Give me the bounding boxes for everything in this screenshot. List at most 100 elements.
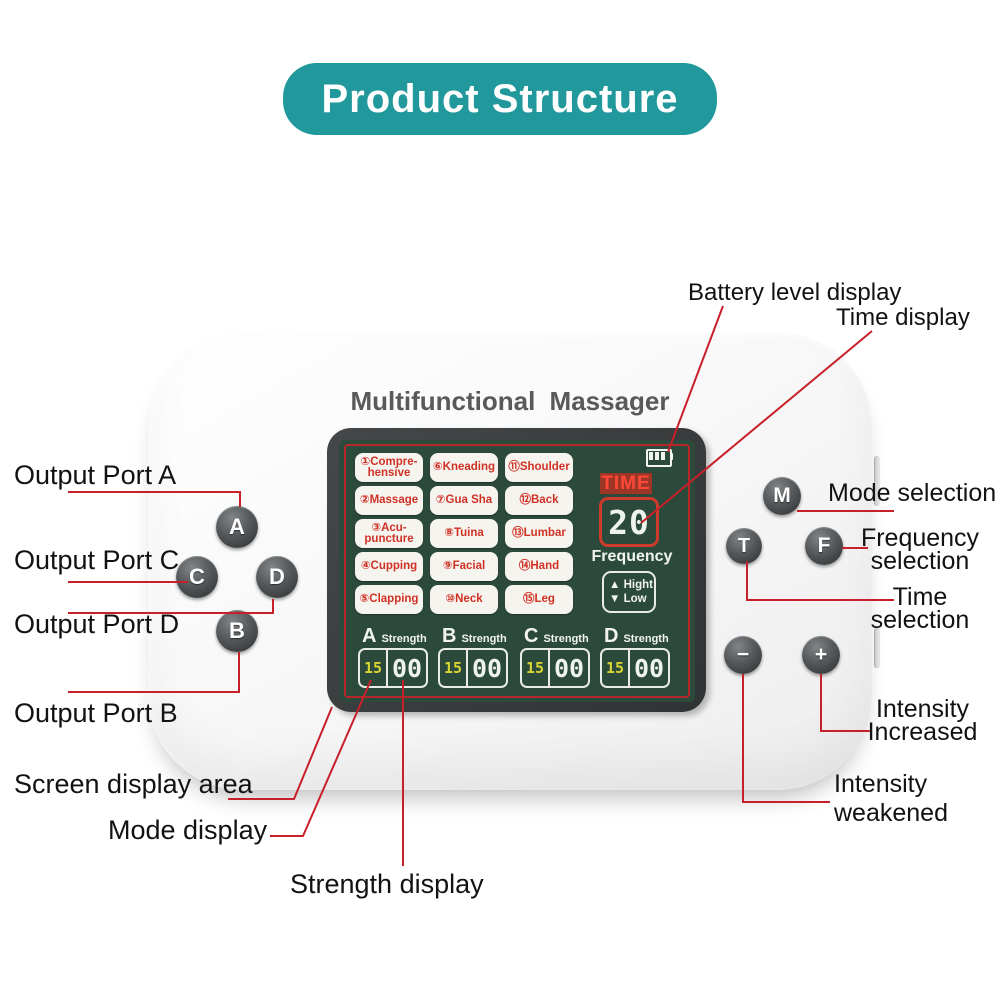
- label-mode-selection: Mode selection: [828, 479, 997, 507]
- channel-strength-value: 00: [391, 653, 423, 683]
- channel-a-display: 15 00: [358, 648, 428, 688]
- label-time-display: Time display: [836, 304, 970, 331]
- mode-button-guasha: ⑦Gua Sha: [430, 486, 498, 515]
- button-label: +: [814, 643, 828, 666]
- output-port-a-button[interactable]: A: [216, 506, 258, 548]
- button-label: A: [229, 514, 245, 539]
- mode-button-acupuncture: ③Acu-puncture: [355, 519, 423, 548]
- label-time-selection: Time selection: [845, 583, 995, 634]
- label-battery: Battery level display: [688, 279, 902, 306]
- label-line: Increased: [867, 718, 978, 746]
- mode-button-leg: ⑮Leg: [505, 585, 573, 614]
- mode-selection-button[interactable]: M: [763, 477, 801, 515]
- channel-strength-label: Strength: [381, 633, 427, 645]
- intensity-increase-button[interactable]: +: [802, 636, 840, 674]
- mode-button-kneading: ⑥Kneading: [430, 453, 498, 482]
- mode-button-comprehensive: ①Compre-hensive: [355, 453, 423, 482]
- button-label: C: [189, 564, 205, 589]
- channel-d-header: D Strength: [604, 625, 674, 648]
- side-slot-bottom: [874, 628, 880, 668]
- channel-b-header: B Strength: [442, 625, 512, 648]
- channel-strength-value: 00: [553, 653, 585, 683]
- mode-label: ②Massage: [359, 494, 419, 506]
- label-output-port-a: Output Port A: [14, 460, 177, 490]
- mode-button-cupping: ④Cupping: [355, 552, 423, 581]
- mode-label: ⑤Clapping: [359, 593, 419, 605]
- mode-label: ⑧Tuina: [444, 527, 484, 539]
- channel-mode-value: 15: [602, 650, 630, 686]
- label-line: selection: [870, 606, 970, 634]
- channel-name: D: [604, 625, 619, 647]
- button-label: M: [773, 484, 791, 507]
- button-label: D: [269, 564, 285, 589]
- channel-strength-label: Strength: [543, 633, 589, 645]
- button-label: F: [817, 534, 831, 557]
- side-slot-top: [874, 456, 880, 506]
- battery-icon: [646, 449, 673, 467]
- mode-label: ④Cupping: [360, 560, 418, 572]
- output-port-c-button[interactable]: C: [176, 556, 218, 598]
- channel-b-display: 15 00: [438, 648, 508, 688]
- frequency-high: ▲ Hight: [609, 579, 653, 591]
- time-label: TIME: [601, 472, 651, 494]
- label-frequency-selection: Frequency selection: [845, 524, 995, 575]
- banner-title: Product Structure: [321, 76, 679, 121]
- mode-label: ⑩Neck: [445, 593, 483, 605]
- frequency-selection-button[interactable]: F: [805, 527, 843, 565]
- channel-name: B: [442, 625, 457, 647]
- mode-label: ⑪Shoulder: [508, 461, 570, 473]
- button-label: B: [229, 618, 245, 643]
- mode-label: ⑥Kneading: [432, 461, 496, 473]
- label-screen-area: Screen display area: [14, 769, 253, 799]
- channel-strength-value: 00: [633, 653, 665, 683]
- mode-label: ①Compre-hensive: [360, 455, 418, 479]
- battery-bar: [649, 452, 653, 460]
- intensity-decrease-button[interactable]: −: [724, 636, 762, 674]
- mode-button-massage: ②Massage: [355, 486, 423, 515]
- mode-button-neck: ⑩Neck: [430, 585, 498, 614]
- mode-button-lumbar: ⑬Lumbar: [505, 519, 573, 548]
- screen-inner-border: [344, 444, 690, 698]
- button-label: −: [736, 643, 750, 666]
- mode-label: ⑨Facial: [442, 560, 486, 572]
- channel-strength-label: Strength: [623, 633, 669, 645]
- button-label: T: [737, 534, 751, 557]
- channel-mode-value: 15: [360, 650, 388, 686]
- output-port-d-button[interactable]: D: [256, 556, 298, 598]
- mode-label: ③Acu-puncture: [364, 521, 414, 545]
- channel-a-header: A Strength: [362, 625, 432, 648]
- label-line: selection: [870, 547, 970, 575]
- label-output-port-c: Output Port C: [14, 545, 180, 575]
- mode-button-facial: ⑨Facial: [430, 552, 498, 581]
- frequency-indicator: ▲ Hight ▼ Low: [602, 571, 656, 613]
- time-selection-button[interactable]: T: [726, 528, 762, 564]
- mode-label: ⑬Lumbar: [512, 527, 566, 539]
- label-intensity-increased: Intensity Increased: [850, 695, 995, 746]
- output-port-b-button[interactable]: B: [216, 610, 258, 652]
- label-output-port-d: Output Port D: [14, 609, 180, 639]
- frequency-label: Frequency: [591, 548, 673, 565]
- label-output-port-b: Output Port B: [14, 698, 178, 728]
- mode-button-tuina: ⑧Tuina: [430, 519, 498, 548]
- battery-bar: [655, 452, 659, 460]
- mode-button-shoulder: ⑪Shoulder: [505, 453, 573, 482]
- label-intensity-weakened: Intensity weakened: [834, 770, 948, 828]
- label-line: Frequency: [860, 524, 980, 552]
- label-line: Intensity: [875, 695, 970, 723]
- time-display: 20: [599, 497, 659, 547]
- mode-button-back: ⑫Back: [505, 486, 573, 515]
- mode-label: ⑭Hand: [518, 560, 560, 572]
- frequency-low: ▼ Low: [609, 593, 647, 605]
- title-banner: Product Structure: [283, 63, 717, 135]
- channel-mode-value: 15: [522, 650, 550, 686]
- label-strength-display: Strength display: [290, 869, 484, 899]
- channel-strength-value: 00: [471, 653, 503, 683]
- channel-d-display: 15 00: [600, 648, 670, 688]
- channel-c-header: C Strength: [524, 625, 594, 648]
- label-line: weakened: [834, 799, 948, 827]
- time-label-band: TIME: [600, 473, 652, 494]
- battery-nub: [670, 453, 673, 460]
- device-title: Multifunctional Massager: [350, 386, 670, 416]
- label-line: Time: [892, 583, 948, 611]
